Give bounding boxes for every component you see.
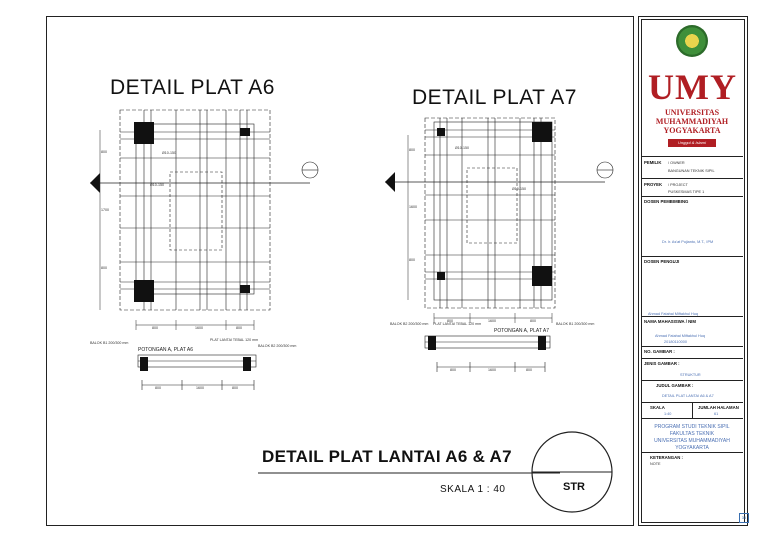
jumlah-value: 61 [714,412,719,416]
a6-sec-dim-3: 800 [232,386,238,390]
a6-dim-left-top: 800 [101,150,107,154]
a7-dim-bottom-1: 800 [447,319,453,323]
program-info: PROGRAM STUDI TEKNIK SIPIL FAKULTAS TEKN… [641,424,743,452]
a7-dim-bottom-2: 1600 [488,319,496,323]
skala-value: 1:40 [664,412,672,416]
nomor-gambar-label: NO. GAMBAR : [644,349,675,354]
judul-label: JUDUL GAMBAR : [656,383,694,388]
plate-a6-columns [90,122,250,302]
a6-dim-bottom-3: 800 [236,326,242,330]
jenis-label: JENIS GAMBAR : [644,361,680,366]
a6-rebar-mid: Ø10-150 [150,183,164,187]
title-block-inner [641,19,745,523]
plate-a7-section-marker [596,161,614,179]
plate-a6-dimensions [99,130,255,330]
dosen-name: Dr. Ir. As'at Pujianto, M.T., IPM [662,240,714,244]
main-drawing-title: DETAIL PLAT LANTAI A6 & A7 [262,447,512,466]
scale-label: SKALA 1 : 40 [440,484,506,495]
plate-a7-dimensions [407,135,553,323]
pemilik-sub: / OWNER [668,161,685,165]
a6-sec-dim-2: 1600 [196,386,204,390]
sheet-code: STR [563,481,585,493]
program-line-2: FAKULTAS TEKNIK [669,431,715,437]
a7-dim-left-top: 800 [409,148,415,152]
drawing-border [46,16,634,526]
university-line-1: UNIVERSITAS [664,108,720,117]
a6-dim-bottom-1: 800 [152,326,158,330]
mahasiswa-value: Ahmad Fatahal Miftakhul Huq [655,334,706,338]
a6-plat-label: PLAT LANTAI TEBAL 120 mm [210,338,259,342]
plate-a6-section-marker [301,161,319,179]
a7-dim-left-bot: 800 [409,258,415,262]
plate-a7-plan [385,117,605,309]
skala-label: SKALA [650,405,665,410]
a6-dim-left-bot: 800 [101,266,107,270]
title-plat-a7: DETAIL PLAT A7 [412,86,577,109]
plate-a7-columns [385,122,552,286]
mahasiswa-label: NAMA MAHASISWA / NIM [644,319,696,324]
plate-a6-section [137,354,257,390]
logo-text: UMY [648,67,737,107]
a7-sec-dim-2: 1600 [488,368,496,372]
a6-section-label: POTONGAN A, PLAT A6 [138,347,194,353]
pemilik-value: BANGUNAN TEKNIK SIPIL [668,169,715,173]
a7-sec-dim-1: 800 [450,368,456,372]
program-line-1: PROGRAM STUDI TEKNIK SIPIL [654,424,730,430]
a6-rebar-top: Ø10-150 [162,151,176,155]
a7-dim-left-mid: 1600 [409,205,417,209]
university-line-3: YOGYAKARTA [663,126,721,135]
nim-value: 20180110000 [664,340,687,344]
pemilik-label: PEMILIK [644,160,662,165]
program-line-4: YOGYAKARTA [675,445,709,451]
plate-a7-section [424,335,551,372]
a7-rebar-top: Ø10-150 [455,146,469,150]
a7-balok-left: BALOK B2 200/300 mm [390,322,429,326]
a7-balok-right: BALOK B1 200/300 mm [556,322,595,326]
title-plat-a6: DETAIL PLAT A6 [110,76,275,99]
a6-balok-right: BALOK B2 200/300 mm [258,344,297,348]
a6-balok-left: BALOK B1 200/300 mm [90,341,129,345]
a6-sec-dim-1: 800 [155,386,161,390]
university-logo-icon [676,25,708,57]
a7-sec-dim-3: 800 [526,368,532,372]
drafter-name: Ahmad Fatahal Miftakhul Huq [648,312,699,316]
proyek-label: PROYEK [644,182,663,187]
keterangan-value: NOTE [650,462,661,466]
proyek-value: PUSKESMAS TIPE 1 [668,190,705,194]
a7-dim-bottom-3: 800 [530,319,536,323]
page-number: 35 [739,513,749,523]
title-block-frame [638,16,748,526]
a7-section-label: POTONGAN A, PLAT A7 [494,328,550,334]
plate-a6-plan [90,109,310,311]
dosen-label: DOSEN PEMBIMBING [644,199,689,204]
proyek-sub: / PROJECT [668,183,688,187]
jumlah-label: JUMLAH HALAMAN [698,405,739,410]
a6-dim-left-mid: 1700 [101,208,109,212]
a7-plat-label: PLAT LANTAI TEBAL 120 mm [433,322,482,326]
a7-rebar-mid: Ø10-150 [512,187,526,191]
jenis-value: STRUKTUR [680,373,701,377]
a6-dim-bottom-2: 1600 [195,326,203,330]
keterangan-label: KETERANGAN : [650,455,683,460]
tagline-badge: Unggul & Islami [668,139,716,147]
program-line-3: UNIVERSITAS MUHAMMADIYAH [654,438,730,444]
judul-value: DETAIL PLAT LANTAI A6 & A7 [662,394,714,398]
university-line-2: MUHAMMADIYAH [655,117,729,126]
dosen-penguji-label: DOSEN PENGUJI [644,259,680,264]
